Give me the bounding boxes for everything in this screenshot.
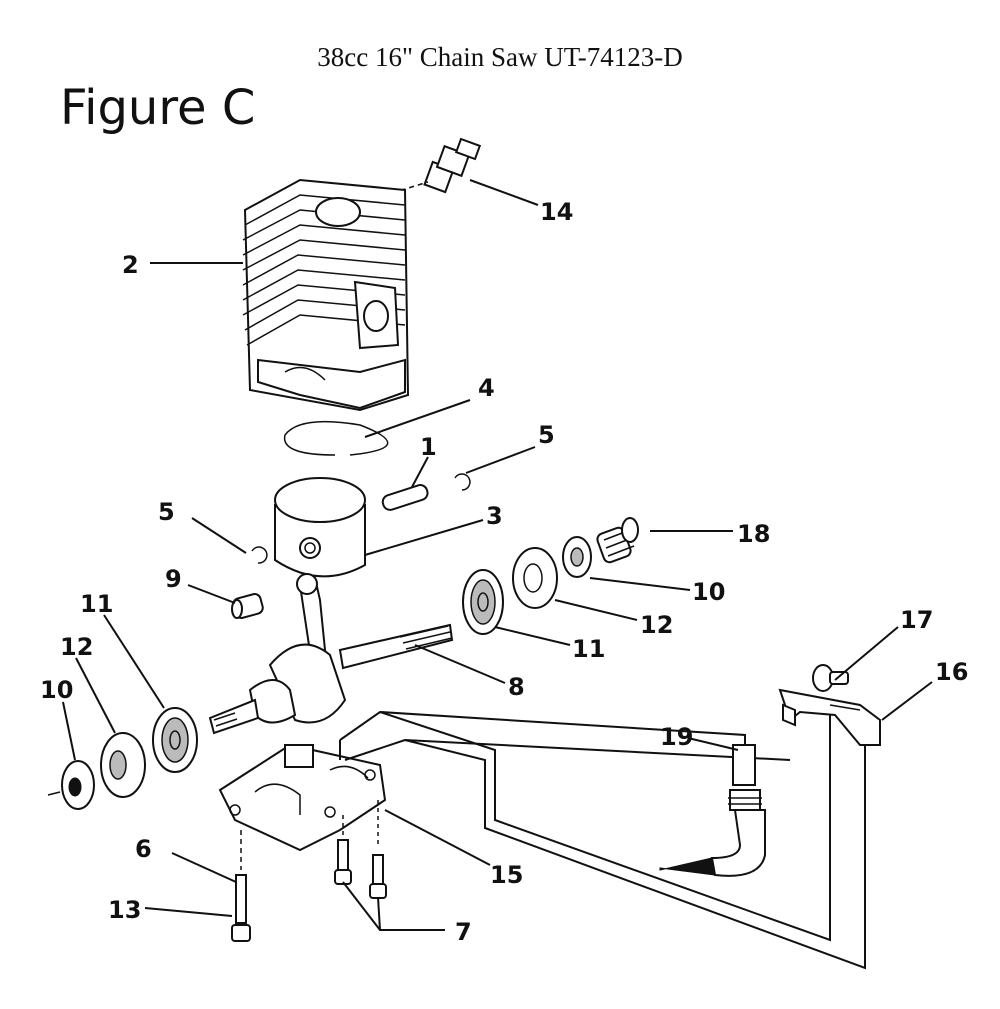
long-screw (231, 830, 251, 942)
callout-17: 17 (900, 606, 933, 634)
callout-9: 9 (165, 565, 182, 593)
piston-ring (283, 420, 389, 456)
crankshaft (208, 573, 454, 735)
callout-18: 18 (737, 520, 770, 548)
callout-10-right: 10 (692, 578, 725, 606)
callout-13: 13 (108, 896, 141, 924)
callout-10-left: 10 (40, 676, 73, 704)
callout-16: 16 (935, 658, 968, 686)
wrist-pin (381, 484, 429, 511)
spark-plug (391, 137, 482, 194)
callout-4: 4 (478, 374, 495, 402)
callout-7: 7 (455, 918, 472, 946)
bearing-left (152, 707, 198, 773)
callout-5-right: 5 (538, 421, 555, 449)
callout-3: 3 (486, 502, 503, 530)
bearing-right (462, 569, 504, 635)
callout-12-right: 12 (640, 611, 673, 639)
callout-12-left: 12 (60, 633, 93, 661)
figure-label: Figure C (60, 80, 256, 136)
bracket-bolt (812, 664, 849, 692)
clip-right (454, 473, 471, 491)
clip-left (251, 546, 268, 564)
callout-11-left: 11 (80, 590, 113, 618)
washer-right (562, 536, 592, 578)
page-title: 38cc 16" Chain Saw UT-74123-D (317, 42, 683, 72)
cylinder (242, 178, 410, 412)
callout-19: 19 (660, 723, 693, 751)
callout-8: 8 (508, 673, 525, 701)
seal-left (100, 732, 146, 798)
leader-lines (62, 179, 933, 931)
mount-bracket (778, 688, 881, 746)
impulse-hose (339, 705, 866, 970)
nut-right (596, 517, 639, 564)
needle-bearing (231, 593, 264, 619)
seal-right (512, 547, 558, 609)
callout-6: 6 (135, 835, 152, 863)
piston (274, 477, 366, 578)
callout-11-right: 11 (572, 635, 605, 663)
callout-5-left: 5 (158, 498, 175, 526)
crankcase (218, 743, 387, 852)
callout-14: 14 (540, 198, 573, 226)
washer-left (47, 760, 95, 810)
callout-1: 1 (420, 433, 437, 461)
callout-2: 2 (122, 251, 139, 279)
callout-15: 15 (490, 861, 523, 889)
short-screws (334, 800, 387, 899)
